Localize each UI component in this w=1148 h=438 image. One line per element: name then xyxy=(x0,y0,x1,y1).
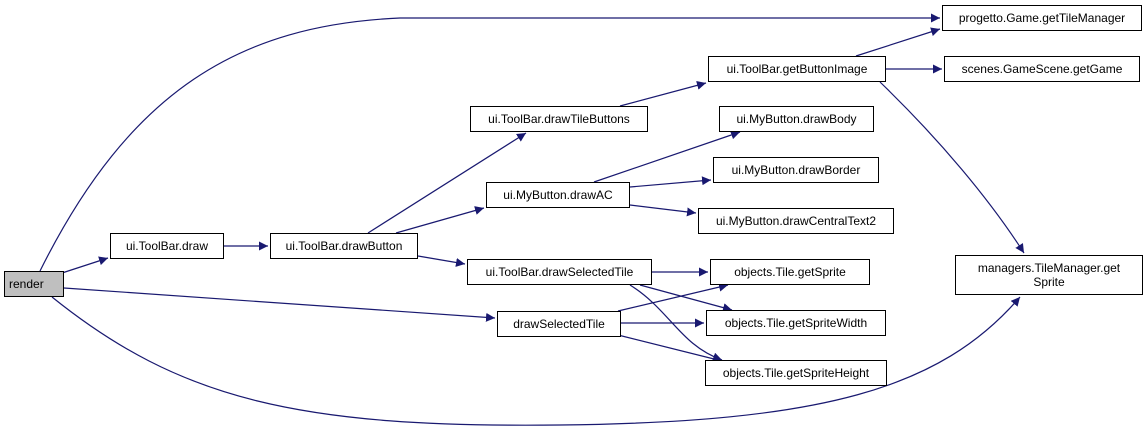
node-toolbar-drawtilebuttons[interactable]: ui.ToolBar.drawTileButtons xyxy=(470,106,648,132)
node-tile-getspritewidth[interactable]: objects.Tile.getSpriteWidth xyxy=(706,310,886,336)
node-tile-getspriteheight[interactable]: objects.Tile.getSpriteHeight xyxy=(705,360,887,386)
node-mybutton-drawac[interactable]: ui.MyButton.drawAC xyxy=(486,182,630,208)
node-toolbar-getbuttonimage[interactable]: ui.ToolBar.getButtonImage xyxy=(708,56,886,82)
edge-tb-drawsel-to-t-getspritew xyxy=(639,284,733,312)
edge-drawsel-to-t-getsprite xyxy=(617,282,729,312)
node-tile-getsprite[interactable]: objects.Tile.getSprite xyxy=(710,259,870,285)
node-drawselectedtile[interactable]: drawSelectedTile xyxy=(497,311,621,337)
edge-tb-getbtnimg-to-tm-getsprite xyxy=(879,81,1025,254)
edge-render-to-tm-getsprite xyxy=(51,296,1021,426)
edge-tb-drawbutton-to-tb-drawsel xyxy=(417,255,466,267)
edge-render-to-tb-draw xyxy=(61,256,109,274)
edge-tb-drawtile-to-tb-getbtnimg xyxy=(619,80,707,107)
edge-drawsel-to-t-getspriteh xyxy=(617,334,723,364)
node-game-gettilemanager[interactable]: progetto.Game.getTileManager xyxy=(942,5,1142,31)
node-mybutton-drawcentraltext2[interactable]: ui.MyButton.drawCentralText2 xyxy=(698,208,894,234)
edge-tb-drawbutton-to-tb-drawtile xyxy=(367,132,527,234)
node-toolbar-drawselectedtile[interactable]: ui.ToolBar.drawSelectedTile xyxy=(467,259,652,285)
edge-mb-drawac-to-mb-drawborder xyxy=(629,176,712,188)
node-toolbar-drawbutton[interactable]: ui.ToolBar.drawButton xyxy=(270,233,418,259)
edge-mb-drawac-to-mb-drawcentral xyxy=(629,204,697,217)
node-mybutton-drawborder[interactable]: ui.MyButton.drawBorder xyxy=(713,157,879,183)
node-gamescene-getgame[interactable]: scenes.GameScene.getGame xyxy=(944,56,1140,82)
edge-tb-getbtnimg-to-pg-gettm xyxy=(855,27,941,57)
node-mybutton-drawbody[interactable]: ui.MyButton.drawBody xyxy=(719,106,874,132)
edge-mb-drawac-to-mb-drawbody xyxy=(593,130,741,183)
node-tilemanager-getsprite[interactable]: managers.TileManager.get Sprite xyxy=(955,255,1143,295)
node-toolbar-draw[interactable]: ui.ToolBar.draw xyxy=(110,233,224,259)
edge-tb-drawbutton-to-mb-drawac xyxy=(395,206,485,234)
edge-render-to-pg-gettm xyxy=(39,13,940,272)
edge-render-to-drawsel xyxy=(63,287,496,322)
edge-tb-drawsel-to-t-getspriteh xyxy=(629,284,723,362)
node-render[interactable]: render xyxy=(4,271,64,297)
